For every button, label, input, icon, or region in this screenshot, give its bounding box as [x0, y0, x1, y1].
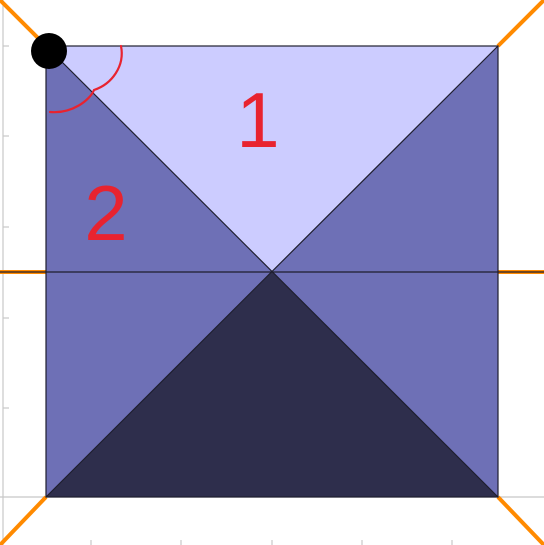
bottom-triangle	[46, 272, 498, 497]
corner-dot	[31, 33, 67, 69]
region-label-2: 2	[84, 169, 127, 257]
region-label-1: 1	[236, 76, 279, 164]
orange-diagonal-bottom-right	[496, 495, 544, 545]
edges	[0, 45, 544, 498]
angle-marker-arc	[48, 44, 123, 114]
top-triangle	[46, 46, 498, 272]
orange-diagonal-bottom-left	[0, 495, 48, 545]
orange-diagonal-top-right	[496, 0, 544, 48]
